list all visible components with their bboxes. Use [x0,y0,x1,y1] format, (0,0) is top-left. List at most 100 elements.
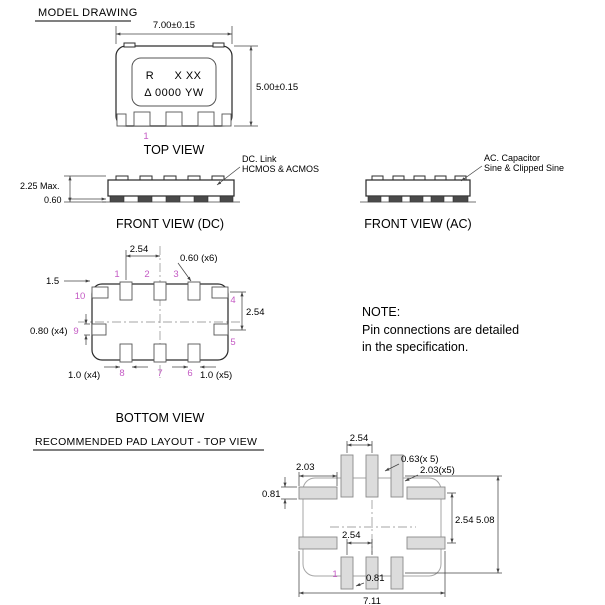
dim-label-body-height: 2.25 Max. [20,181,60,191]
callout-leader [216,166,241,186]
dim-label-pitch: 2.54 [130,244,149,255]
dim-leader [384,463,400,472]
dim-label-pad-length-left: 2.03 [296,462,315,473]
pin-label-1: 1 [332,569,337,580]
solder-pad [409,195,424,203]
callout-dc-line2: HCMOS & ACMOS [242,164,319,174]
pad-5 [213,323,229,336]
package-body-side [107,179,235,197]
dim-label-side-pitch: 2.54 [455,515,474,526]
front-view-dc: 2.25 Max. 0.60 DC. Link HCMOS & ACMOS FR… [20,154,319,231]
callout-ac-line2: Sine & Clipped Sine [484,163,564,173]
dim-label-top-pitch: 2.54 [350,433,369,444]
dim-label-corner: 1.5 [46,276,59,287]
pin-label-8: 8 [119,368,124,379]
solder-pad [367,195,382,203]
top-view: 7.00±0.15 R X XX Δ 0000 YW 1 5.00±0.15 T… [115,20,298,157]
view-label-bottom: BOTTOM VIEW [116,411,205,425]
pad [165,111,183,127]
pin-label-9: 9 [73,326,78,337]
dim-leader [177,262,192,282]
callout-leader [460,165,483,182]
layout-pad [390,556,404,590]
layout-pad [365,454,379,498]
pad-2 [153,281,167,301]
pin-label-2: 2 [144,269,149,280]
note-line: Pin connections are detailed [362,323,519,337]
note-line: in the specification. [362,340,468,354]
dim-label-side-pad: 0.80 (x4) [30,326,68,337]
pin-label-1: 1 [114,269,119,280]
note-title: NOTE: [362,305,400,319]
dim-label-pad-width: 0.60 (x6) [180,253,218,264]
solder-pad [388,195,403,203]
view-label-front-ac: FRONT VIEW (AC) [364,217,471,231]
pin-label-7: 7 [157,368,162,379]
view-label-top: TOP VIEW [144,143,205,157]
package-body-side [365,179,471,197]
dim-label-mid-pitch: 2.54 [342,530,361,541]
pin-label-5: 5 [230,337,235,348]
pad-4 [211,286,229,299]
dim-label-gap: 0.81 [366,573,385,584]
layout-pad [406,536,446,550]
layout-pad [406,486,446,500]
dim-label-pad-width: 0.63(x 5) [401,454,439,465]
pin-label-4: 4 [230,295,235,306]
callout-ac-line1: AC. Capacitor [484,153,540,163]
layout-pad [365,556,379,590]
layout-pad [390,454,404,498]
dim-label-side-pitch: 2.54 [246,307,265,318]
dim-label-corner-width: 0.81 [262,489,281,500]
pad [133,111,151,127]
dim-label-total-width: 7.11 [363,596,381,605]
marking-area [131,57,217,107]
pad-6 [187,343,201,363]
pin-label-6: 6 [187,368,192,379]
drawing-header: MODEL DRAWING [35,7,138,22]
pad-3 [187,281,201,301]
bottom-view: 2.54 0.60 (x6) 1 2 3 4 5 6 7 8 9 10 1.5 … [30,244,265,425]
layout-pad [298,536,338,550]
solder-pad [137,195,153,203]
castellation-bump [212,42,225,48]
pad [221,113,232,127]
castellation-bump [123,42,136,48]
front-view-ac: AC. Capacitor Sine & Clipped Sine FRONT … [360,153,564,231]
solder-pad [219,195,234,203]
callout-dc-line1: DC. Link [242,154,277,164]
pad [116,113,127,127]
pad [197,111,215,127]
pin-label-1: 1 [143,131,148,142]
pad-layout-heading: RECOMMENDED PAD LAYOUT - TOP VIEW [35,436,257,448]
marking-prefix: R [146,70,154,82]
layout-pad [340,454,354,498]
solder-pad [452,195,469,203]
pad-layout: RECOMMENDED PAD LAYOUT - TOP VIEW 2.54 0… [33,433,502,605]
pad-1 [119,281,133,301]
dim-label-bottom-right: 1.0 (x5) [200,370,232,381]
solder-pad [165,195,181,203]
dim-label-bottom-left: 1.0 (x4) [68,370,100,381]
marking-datecode: Δ 0000 YW [144,87,204,99]
pin-label-3: 3 [173,269,178,280]
solder-pad [193,195,209,203]
dim-label-height: 5.00±0.15 [256,82,298,93]
dim-label-pad-length-right: 2.03(x5) [420,465,455,476]
view-label-front-dc: FRONT VIEW (DC) [116,217,224,231]
note-block: NOTE: Pin connections are detailed in th… [362,305,519,354]
layout-pad [340,556,354,590]
layout-pad [298,486,338,500]
pad-7 [153,343,167,363]
solder-pad [430,195,445,203]
marking-code: X XX [174,70,201,82]
pad-8 [119,343,133,363]
dim-label-width: 7.00±0.15 [153,20,195,31]
page-title: MODEL DRAWING [38,7,138,19]
solder-pad [109,195,125,203]
pad-9 [91,323,107,336]
dim-label-total-height: 5.08 [476,515,495,526]
dim-label-pad-height: 0.60 [44,195,62,205]
